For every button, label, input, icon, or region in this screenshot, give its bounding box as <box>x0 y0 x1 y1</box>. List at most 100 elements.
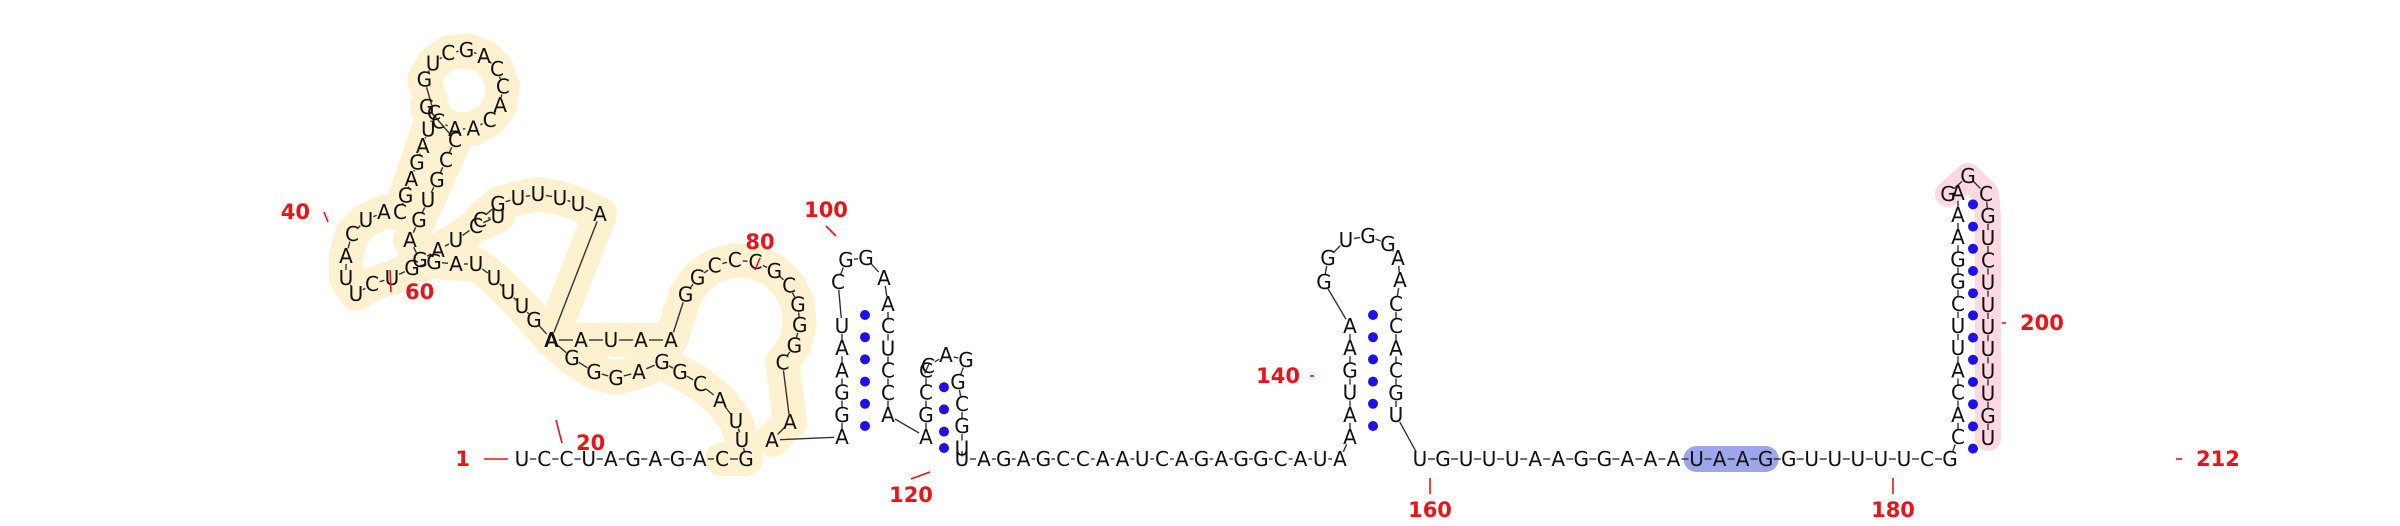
nucleotide: U <box>1459 447 1474 471</box>
nucleotide: U <box>1689 447 1704 471</box>
nucleotide: C <box>1920 447 1934 471</box>
base-pair-dot <box>1968 266 1978 276</box>
nucleotide: G <box>1316 270 1332 294</box>
nucleotide: C <box>441 41 455 65</box>
nucleotide: U <box>1482 447 1497 471</box>
nucleotide: A <box>467 117 481 141</box>
nucleotide: A <box>1621 447 1635 471</box>
position-label: 140 <box>1256 364 1300 388</box>
nucleotide: G <box>690 266 706 290</box>
nucleotide: U <box>1851 447 1866 471</box>
nucleotide: A <box>1333 447 1347 471</box>
position-label: 60 <box>405 280 434 304</box>
base-pair-dot <box>1968 444 1978 454</box>
nucleotide: A <box>1343 403 1357 427</box>
nucleotide: A <box>877 266 891 290</box>
nucleotide: U <box>1874 447 1889 471</box>
base-pair-dot <box>1368 421 1378 431</box>
nucleotide: C <box>881 314 895 338</box>
position-label: 212 <box>2196 447 2240 471</box>
nucleotide: C <box>1389 292 1403 316</box>
nucleotide: A <box>1551 447 1565 471</box>
position-label: 100 <box>804 198 848 222</box>
nucleotide: G <box>834 403 850 427</box>
nucleotide: G <box>996 447 1012 471</box>
position-label: 80 <box>745 230 774 254</box>
base-pair-dot <box>860 332 870 342</box>
nucleotide: A <box>977 447 991 471</box>
base-pair-dot <box>1968 244 1978 254</box>
nucleotide: G <box>490 192 506 216</box>
base-pair-dot <box>1968 333 1978 343</box>
nucleotide: A <box>377 200 391 224</box>
nucleotide: U <box>469 252 484 276</box>
nucleotide: G <box>670 447 686 471</box>
nucleotide: C <box>1056 447 1070 471</box>
nucleotide: A <box>1951 203 1965 227</box>
nucleotide: G <box>419 95 435 119</box>
nucleotide: G <box>1342 358 1358 382</box>
nucleotide: C <box>708 254 722 278</box>
nucleotide: G <box>1980 204 1996 228</box>
nucleotide: U <box>385 266 400 290</box>
nucleotide: G <box>1942 447 1958 471</box>
nucleotide: U <box>515 447 530 471</box>
nucleotide: C <box>559 447 573 471</box>
backbone-link <box>526 196 530 197</box>
base-pair-dot <box>939 427 949 437</box>
nucleotide: G <box>1597 447 1613 471</box>
nucleotide: A <box>1951 403 1965 427</box>
nucleotide: G <box>625 447 641 471</box>
backbone-link <box>442 263 448 264</box>
nucleotide: G <box>412 248 428 272</box>
nucleotide: U <box>501 280 516 304</box>
nucleotide: A <box>1343 336 1357 360</box>
nucleotide: A <box>919 425 933 449</box>
nucleotide: A <box>1343 314 1357 338</box>
base-pair-dot <box>1368 332 1378 342</box>
nucleotide: A <box>1713 447 1727 471</box>
base-pair-dot <box>1968 399 1978 409</box>
nucleotide: C <box>1155 447 1169 471</box>
position-label: 1 <box>455 447 470 471</box>
base-pair-dot <box>1368 310 1378 320</box>
base-pair-dot <box>1968 222 1978 232</box>
nucleotide: U <box>449 228 464 252</box>
nucleotide: G <box>950 370 966 394</box>
nucleotide: A <box>1294 447 1308 471</box>
nucleotide: A <box>1116 447 1130 471</box>
position-tick <box>826 226 836 236</box>
nucleotide: U <box>1981 271 1996 295</box>
nucleotide: G <box>654 350 670 374</box>
base-pair-dot <box>1968 288 1978 298</box>
nucleotide: U <box>1981 337 1996 361</box>
nucleotide: C <box>1389 314 1403 338</box>
nucleotide: U <box>571 192 586 216</box>
nucleotide: C <box>1951 381 1965 405</box>
nucleotide: G <box>1435 447 1451 471</box>
nucleotide: C <box>831 270 845 294</box>
nucleotide: A <box>1343 425 1357 449</box>
position-tick <box>390 270 391 292</box>
nucleotide: A <box>648 447 662 471</box>
nucleotide: U <box>426 51 441 75</box>
nucleotide: G <box>954 414 970 438</box>
nucleotide: U <box>1413 447 1428 471</box>
nucleotide: G <box>1574 447 1590 471</box>
nucleotide: A <box>632 360 646 384</box>
position-tick <box>556 420 562 443</box>
nucleotide: U <box>1339 228 1354 252</box>
nucleotide: U <box>955 447 970 471</box>
base-pair-dot <box>1968 355 1978 365</box>
base-pair-dot <box>1968 199 1978 209</box>
nucleotide: U <box>1981 293 1996 317</box>
nucleotide: U <box>1981 359 1996 383</box>
nucleotide: U <box>1981 426 1996 450</box>
nucleotide: A <box>835 425 849 449</box>
nucleotide: G <box>672 360 688 384</box>
nucleotide: A <box>339 244 353 268</box>
nucleotide: U <box>553 186 568 210</box>
position-tick <box>911 472 930 479</box>
